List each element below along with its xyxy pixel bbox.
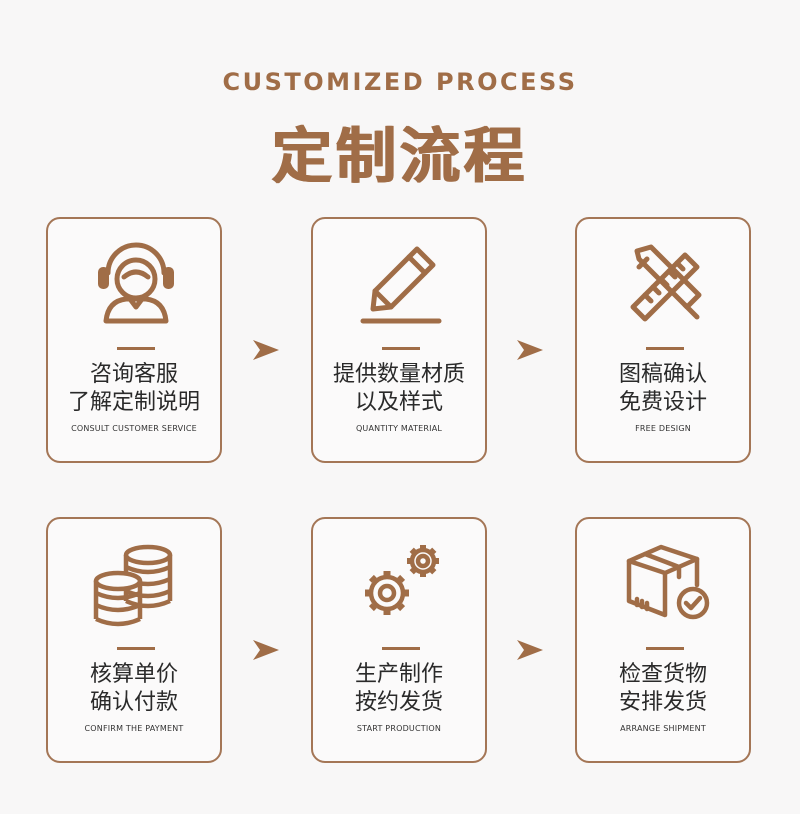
step-title-line2: 免费设计 (618, 390, 707, 415)
arrow-right-icon (253, 340, 279, 360)
step-subtitle-en: CONFIRM THE PAYMENT (84, 724, 184, 733)
step-title-line2: 按约发货 (354, 690, 443, 715)
package-check-icon (626, 544, 710, 620)
page-title: 定制流程 (272, 122, 528, 192)
divider (117, 347, 155, 350)
step-title-line1: 咨询客服 (89, 362, 178, 387)
divider (646, 647, 684, 650)
step-card-shipment: 检查货物 安排发货 ARRANGE SHIPMENT (575, 517, 751, 763)
step-title-line2: 安排发货 (618, 690, 707, 715)
step-title-line2: 了解定制说明 (67, 390, 200, 415)
step-subtitle-en: ARRANGE SHIPMENT (620, 724, 706, 733)
step-subtitle-en: QUANTITY MATERIAL (355, 424, 443, 433)
step-title-line2: 确认付款 (89, 690, 178, 715)
subtitle-en: CUSTOMIZED PROCESS (222, 68, 578, 96)
pencil-icon (360, 246, 442, 324)
divider (382, 647, 420, 650)
arrow-right-icon (517, 640, 543, 660)
arrow-right-icon (517, 340, 543, 360)
gears-icon (365, 545, 439, 615)
step-title-line1: 生产制作 (354, 662, 443, 687)
step-card-payment: 核算单价 确认付款 CONFIRM THE PAYMENT (46, 517, 222, 763)
coins-stack-icon (93, 544, 173, 627)
step-title-line2: 以及样式 (354, 390, 443, 415)
pencil-ruler-icon (630, 244, 702, 322)
step-title-line1: 图稿确认 (618, 362, 707, 387)
divider (646, 347, 684, 350)
step-card-quantity: 提供数量材质 以及样式 QUANTITY MATERIAL (311, 217, 487, 463)
step-card-production: 生产制作 按约发货 START PRODUCTION (311, 517, 487, 763)
step-subtitle-en: FREE DESIGN (635, 424, 691, 433)
step-title-line1: 检查货物 (618, 662, 707, 687)
customer-service-headset-icon (98, 242, 174, 324)
step-title-line1: 核算单价 (89, 662, 178, 687)
step-card-consult: 咨询客服 了解定制说明 CONSULT CUSTOMER SERVICE (46, 217, 222, 463)
divider (382, 347, 420, 350)
step-title-line1: 提供数量材质 (332, 362, 465, 387)
arrow-right-icon (253, 640, 279, 660)
step-subtitle-en: START PRODUCTION (356, 724, 442, 733)
step-subtitle-en: CONSULT CUSTOMER SERVICE (71, 424, 197, 433)
step-card-design: 图稿确认 免费设计 FREE DESIGN (575, 217, 751, 463)
divider (117, 647, 155, 650)
